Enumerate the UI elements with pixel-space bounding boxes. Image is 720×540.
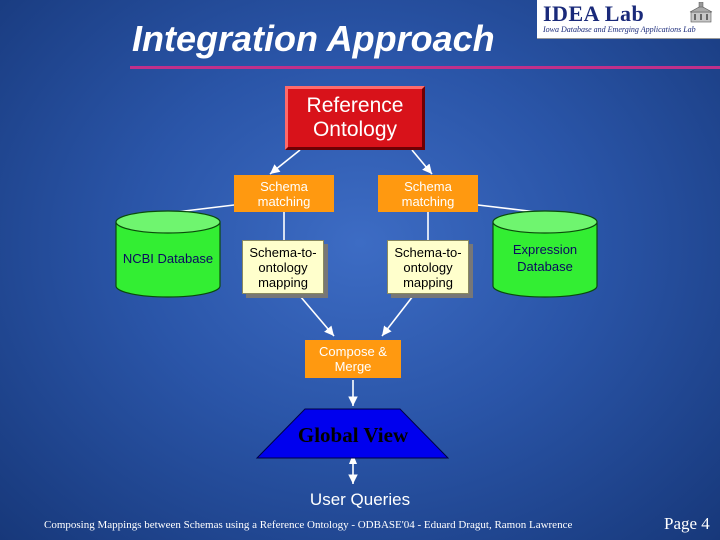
footer-citation: Composing Mappings between Schemas using…: [44, 519, 573, 531]
compose-merge-label: Compose & Merge: [319, 344, 387, 374]
schema-to-ontology-mapping-right-box: Schema-to-ontology mapping: [387, 240, 469, 294]
arrow-ontology-to-matching-right: [411, 149, 433, 175]
arrow-mapping-right-to-compose: [381, 295, 414, 337]
user-queries-label: User Queries: [309, 490, 411, 509]
schema-matching-right-box: Schema matching: [378, 175, 478, 212]
arrow-mapping-left-to-compose: [299, 295, 335, 337]
slide-title: Integration Approach: [132, 18, 495, 59]
schema-matching-left-label: Schema matching: [257, 178, 311, 209]
idea-lab-logo: IDEA Lab Iowa Database and Emerging Appl…: [537, 0, 720, 39]
page-number: Page 4: [664, 514, 710, 533]
global-view-label: Global View: [297, 422, 409, 447]
mapping-left-label: Schema-to-ontology mapping: [249, 244, 317, 290]
logo-tagline: Iowa Database and Emerging Applications …: [543, 25, 696, 34]
reference-ontology-box: Reference Ontology: [285, 86, 425, 150]
schema-matching-right-label: Schema matching: [401, 178, 455, 209]
logo-name: IDEA Lab: [543, 1, 645, 26]
ncbi-database-label: NCBI Database: [122, 250, 214, 266]
schema-to-ontology-mapping-left-box: Schema-to-ontology mapping: [242, 240, 324, 294]
mapping-right-label: Schema-to-ontology mapping: [394, 244, 462, 290]
arrow-ontology-to-matching-left: [269, 149, 301, 175]
compose-merge-box: Compose & Merge: [305, 340, 401, 378]
schema-matching-left-box: Schema matching: [234, 175, 334, 212]
expression-database-label: Expression Database: [512, 242, 578, 274]
ncbi-database-cylinder: [115, 210, 221, 298]
global-view-shape: [255, 408, 450, 459]
reference-ontology-label: Reference Ontology: [306, 94, 404, 141]
building-icon: [689, 2, 713, 23]
expression-database-cylinder: [492, 210, 598, 298]
title-divider: [130, 66, 720, 69]
